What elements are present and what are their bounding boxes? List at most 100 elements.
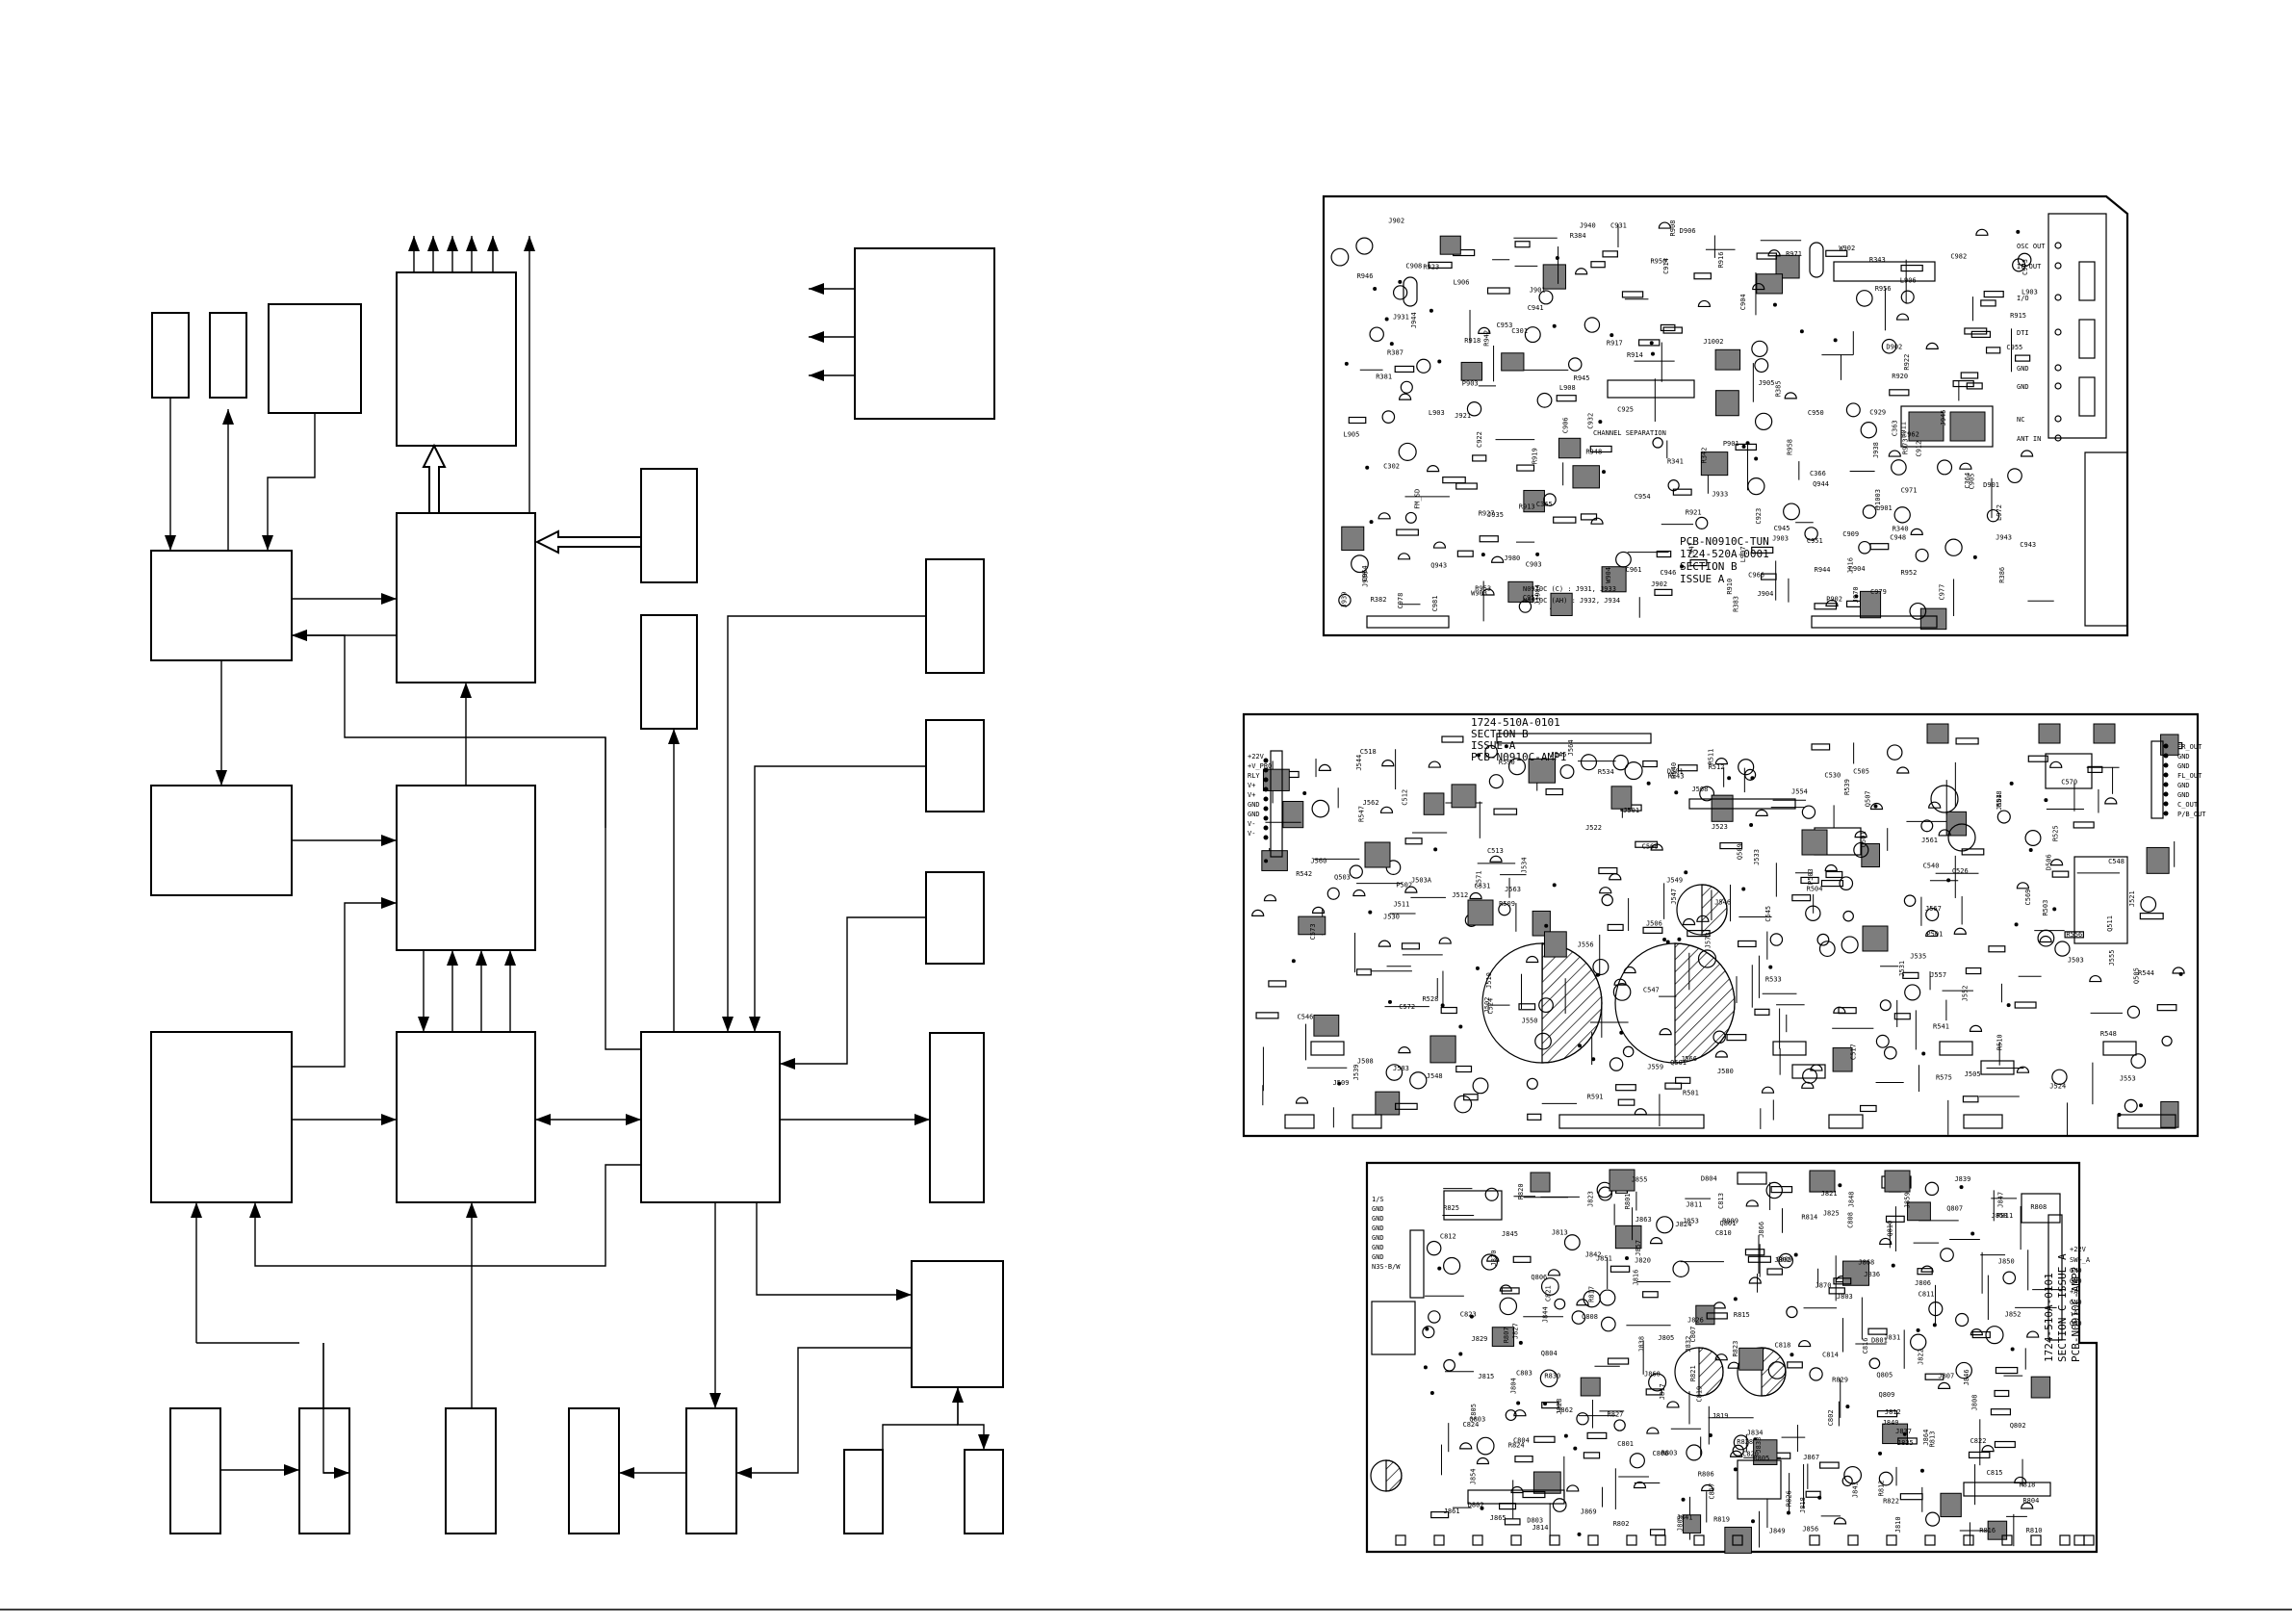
pcb-transistor (1650, 843, 1663, 851)
pcb-capacitor (1330, 247, 1350, 267)
amp2-module-5 (2021, 1193, 2061, 1224)
pcb-capacitor (1536, 392, 1553, 408)
ref-label: C977 (1938, 584, 1945, 601)
amp1-heatsink-0 (1310, 1041, 1345, 1056)
pcb-transistor (1969, 1024, 1983, 1032)
pcb-transistor (2049, 858, 2064, 866)
pcb-capacitor (1841, 936, 1859, 954)
ref-label: L972 (1996, 504, 2003, 521)
pcb-via (1458, 1352, 1463, 1356)
ref-label: Q507 (1864, 790, 1871, 807)
pcb-via (1972, 554, 1977, 559)
pcb-resistor (1828, 1287, 1845, 1295)
block-bottom-7 (964, 1449, 1004, 1534)
ref-label: J870 (1816, 1281, 1832, 1289)
ref-label: R534 (1598, 768, 1614, 776)
amp1-header-pin (1263, 786, 1269, 792)
ref-label: J501 (1623, 807, 1639, 814)
amp2-bottom-pad (1693, 1534, 1705, 1546)
ref-label: J521 (2128, 890, 2136, 907)
pcb-resistor (1580, 513, 1598, 521)
ref-label: C947 (1688, 542, 1696, 558)
ref-label: Q509 (1737, 843, 1744, 860)
pcb-ic-chip (1919, 607, 1947, 631)
tuner-variant-note-1: N0910C (C) : J931, J933 (1523, 585, 1616, 593)
ref-label: C811 (1919, 1291, 1935, 1299)
wire (780, 916, 926, 1065)
amp2-bottom-pad (1963, 1534, 1974, 1546)
pcb-transistor (1659, 1028, 1672, 1036)
pcb-via (1845, 1405, 1850, 1409)
pcb-transistor (1752, 282, 1765, 291)
ref-label: R512 (1709, 763, 1725, 771)
wire-arrowhead (249, 1202, 261, 1218)
pcb-resistor (1401, 942, 1420, 950)
ref-label: R541 (1933, 1022, 1949, 1030)
ref-label: J838 (1638, 1336, 1646, 1353)
header-pin-label: GND (1372, 1253, 1384, 1261)
pcb-resistor (1955, 737, 1979, 745)
ref-label: C925 (1617, 405, 1634, 413)
ref-label: C302 (1383, 463, 1400, 471)
ref-label: R807 (1503, 1327, 1510, 1343)
pcb-transistor (1526, 955, 1539, 964)
block-center-1 (396, 512, 536, 683)
pcb-transistor (1489, 855, 1503, 863)
ref-label: J566 (1681, 1055, 1697, 1063)
ref-label: C812 (1440, 1232, 1456, 1240)
amp2-section: SECTION C (2056, 1304, 2069, 1362)
pcb-capacitor (1920, 819, 1934, 833)
ref-label: J547 (1670, 889, 1678, 905)
pcb-via (1878, 1451, 1883, 1456)
header-pin-label: GND (1248, 801, 1260, 809)
ref-label: Q804 (1541, 1350, 1558, 1357)
pcb-transistor (1646, 1427, 1660, 1434)
pcb-capacitor (1860, 422, 1877, 439)
pcb-capacitor (1601, 893, 1613, 907)
pcb-resistor (1988, 945, 2006, 953)
ref-label: J840 (1883, 1419, 1899, 1427)
ref-label: C815 (1987, 1469, 2003, 1477)
pcb-via (1902, 1431, 1907, 1436)
block-c (268, 303, 362, 414)
amp1-heatsink-3 (1939, 1041, 1973, 1056)
pcb-capacitor (1733, 1434, 1749, 1451)
pcb-via (1598, 420, 1603, 425)
pcb-transistor (1981, 1445, 1995, 1453)
amp2-bottom-pad (1472, 1534, 1483, 1546)
amp1-header-pin-r (2163, 753, 2169, 759)
ref-label: R810 (2026, 1527, 2043, 1534)
ref-label: R916 (1717, 252, 1725, 269)
pcb-via (1790, 1353, 1794, 1357)
block-left-3 (150, 1031, 293, 1203)
wire-arrowhead (780, 1058, 795, 1070)
ref-label: Q807 (1946, 1205, 1963, 1213)
pcb-via (1429, 1390, 1434, 1395)
ref-label: J805 (1658, 1334, 1674, 1342)
ref-label: C531 (1474, 883, 1490, 890)
ref-label: J862 (1557, 1406, 1573, 1414)
pcb-via (2016, 229, 2021, 234)
tuner-ic-strip-2 (1607, 379, 1695, 399)
ref-label: R385 (1775, 380, 1783, 397)
wire-arrowhead (736, 1467, 752, 1479)
pcb-transistor (1318, 763, 1331, 772)
pcb-resistor (1455, 482, 1478, 490)
ref-label: D901 (1983, 481, 1999, 489)
pcb-capacitor (1426, 1240, 1442, 1256)
pcb-capacitor (1615, 551, 1632, 568)
header-pin-label: +V_PRO (1248, 762, 1272, 770)
pcb-resistor (1766, 1268, 1784, 1276)
ref-label: C955 (2006, 344, 2022, 351)
pcb-resistor (1689, 559, 1708, 567)
pcb-transistor (1798, 1339, 1812, 1348)
pcb-resistor (2087, 765, 2103, 774)
pcb-capacitor (1609, 1057, 1624, 1071)
ref-label: J502 (1483, 997, 1491, 1014)
pcb-transistor (1486, 1254, 1500, 1262)
wire-arrowhead (487, 236, 499, 251)
ref-label: R944 (1815, 566, 1831, 574)
wire (727, 615, 926, 1032)
amp2-bottom-pad (1587, 1534, 1599, 1546)
pcb-resistor (1522, 1490, 1546, 1499)
